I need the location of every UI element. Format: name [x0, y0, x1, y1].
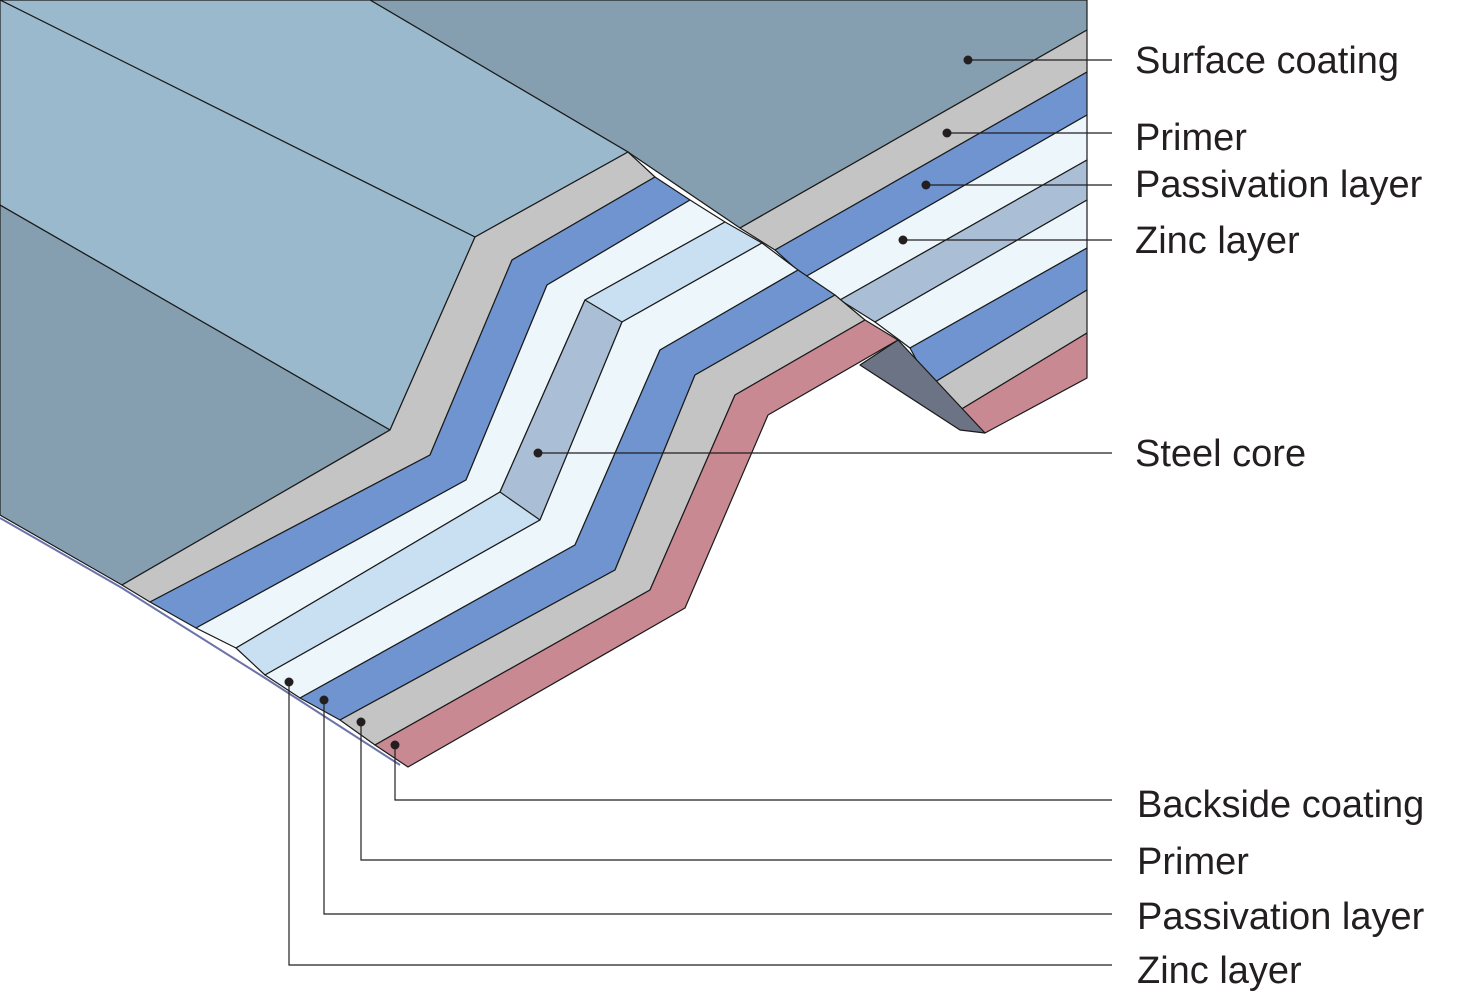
- dot-primer-top: [942, 128, 952, 138]
- backside-coating-layer: [374, 319, 899, 768]
- label-backside-coating: Backside coating: [1137, 784, 1424, 826]
- label-passivation-bottom: Passivation layer: [1137, 896, 1425, 938]
- label-passivation-top: Passivation layer: [1135, 164, 1423, 206]
- label-zinc-bottom: Zinc layer: [1137, 950, 1302, 992]
- leader-passivation-bottom: [323, 700, 1112, 915]
- leaders-top: [533, 55, 1112, 458]
- upper-right-sheet: [369, 0, 1088, 434]
- labels: Surface coating Primer Passivation layer…: [1135, 40, 1425, 992]
- dot-surface-coating: [963, 55, 973, 65]
- dot-primer-bottom: [356, 717, 366, 727]
- dot-zinc-top: [898, 235, 908, 245]
- leaders-bottom: [284, 677, 1112, 966]
- dot-passivation-bottom: [319, 695, 329, 705]
- left-edge-lines: [0, 517, 401, 766]
- dot-steel-core: [533, 448, 543, 458]
- label-surface-coating: Surface coating: [1135, 40, 1399, 82]
- label-primer-top: Primer: [1135, 117, 1247, 159]
- label-zinc-top: Zinc layer: [1135, 220, 1300, 262]
- dot-passivation-top: [921, 180, 931, 190]
- leader-zinc-bottom: [288, 682, 1112, 966]
- leader-backside-coating: [394, 745, 1112, 801]
- dot-backside-coating: [390, 740, 400, 750]
- fold-dark-face: [859, 339, 986, 434]
- dot-zinc-bottom: [284, 677, 294, 687]
- label-primer-bottom: Primer: [1137, 841, 1249, 883]
- cross-section: [0, 151, 899, 768]
- label-steel-core: Steel core: [1135, 433, 1306, 475]
- leader-primer-bottom: [360, 722, 1112, 861]
